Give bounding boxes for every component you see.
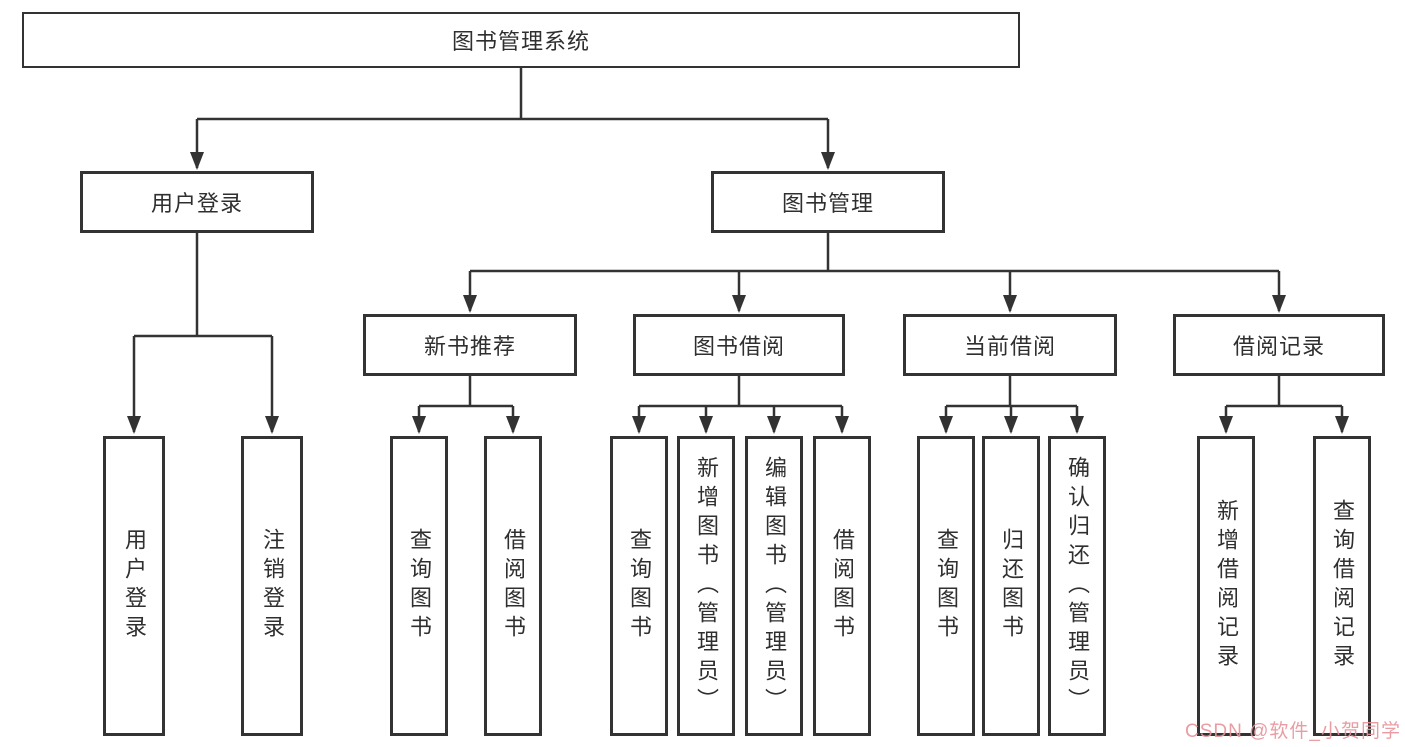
node-label: 图书管理系统 — [451, 29, 590, 54]
node-label: 图书管理 — [781, 191, 874, 216]
leaf-label: 用户登录 — [122, 528, 147, 644]
node-label: 图书借阅 — [692, 334, 785, 359]
leaf-label: 查询图书 — [934, 528, 959, 644]
leaf-label: 注销登录 — [260, 528, 285, 644]
node-new-book-recommend: 新书推荐 — [363, 314, 577, 376]
leaf-bb-edit-books-admin: 编辑图书（管理员） — [745, 436, 803, 736]
leaf-label: 新增借阅记录 — [1214, 499, 1239, 673]
leaf-bb-query-books: 查询图书 — [610, 436, 668, 736]
leaf-user-login: 用户登录 — [103, 436, 165, 736]
leaf-label: 借阅图书 — [501, 528, 526, 644]
leaf-cb-confirm-return-admin: 确认归还（管理员） — [1048, 436, 1106, 736]
node-library-management-system: 图书管理系统 — [22, 12, 1020, 68]
leaf-label: 借阅图书 — [830, 528, 855, 644]
node-book-management: 图书管理 — [711, 171, 945, 233]
leaf-cb-query-books: 查询图书 — [917, 436, 975, 736]
leaf-label: 查询图书 — [407, 528, 432, 644]
leaf-bb-add-books-admin: 新增图书（管理员） — [677, 436, 735, 736]
leaf-nbr-query-books: 查询图书 — [390, 436, 448, 736]
leaf-label: 查询图书 — [627, 528, 652, 644]
leaf-br-query-borrow-record: 查询借阅记录 — [1313, 436, 1371, 736]
leaf-logout: 注销登录 — [241, 436, 303, 736]
node-borrow-records: 借阅记录 — [1173, 314, 1385, 376]
leaf-label: 确认归还（管理员） — [1065, 455, 1090, 717]
leaf-label: 查询借阅记录 — [1330, 499, 1355, 673]
node-user-login: 用户登录 — [80, 171, 314, 233]
leaf-bb-borrow-books: 借阅图书 — [813, 436, 871, 736]
node-current-borrow: 当前借阅 — [903, 314, 1117, 376]
csdn-watermark: CSDN @软件_小贺同学 — [1185, 721, 1401, 742]
node-book-borrow: 图书借阅 — [633, 314, 845, 376]
node-label: 当前借阅 — [963, 334, 1056, 359]
leaf-label: 新增图书（管理员） — [694, 455, 719, 717]
leaf-br-add-borrow-record: 新增借阅记录 — [1197, 436, 1255, 736]
leaf-nbr-borrow-books: 借阅图书 — [484, 436, 542, 736]
node-label: 新书推荐 — [423, 334, 516, 359]
leaf-label: 编辑图书（管理员） — [762, 455, 787, 717]
leaf-cb-return-books: 归还图书 — [982, 436, 1040, 736]
node-label: 用户登录 — [150, 191, 243, 216]
leaf-label: 归还图书 — [999, 528, 1024, 644]
node-label: 借阅记录 — [1232, 334, 1325, 359]
